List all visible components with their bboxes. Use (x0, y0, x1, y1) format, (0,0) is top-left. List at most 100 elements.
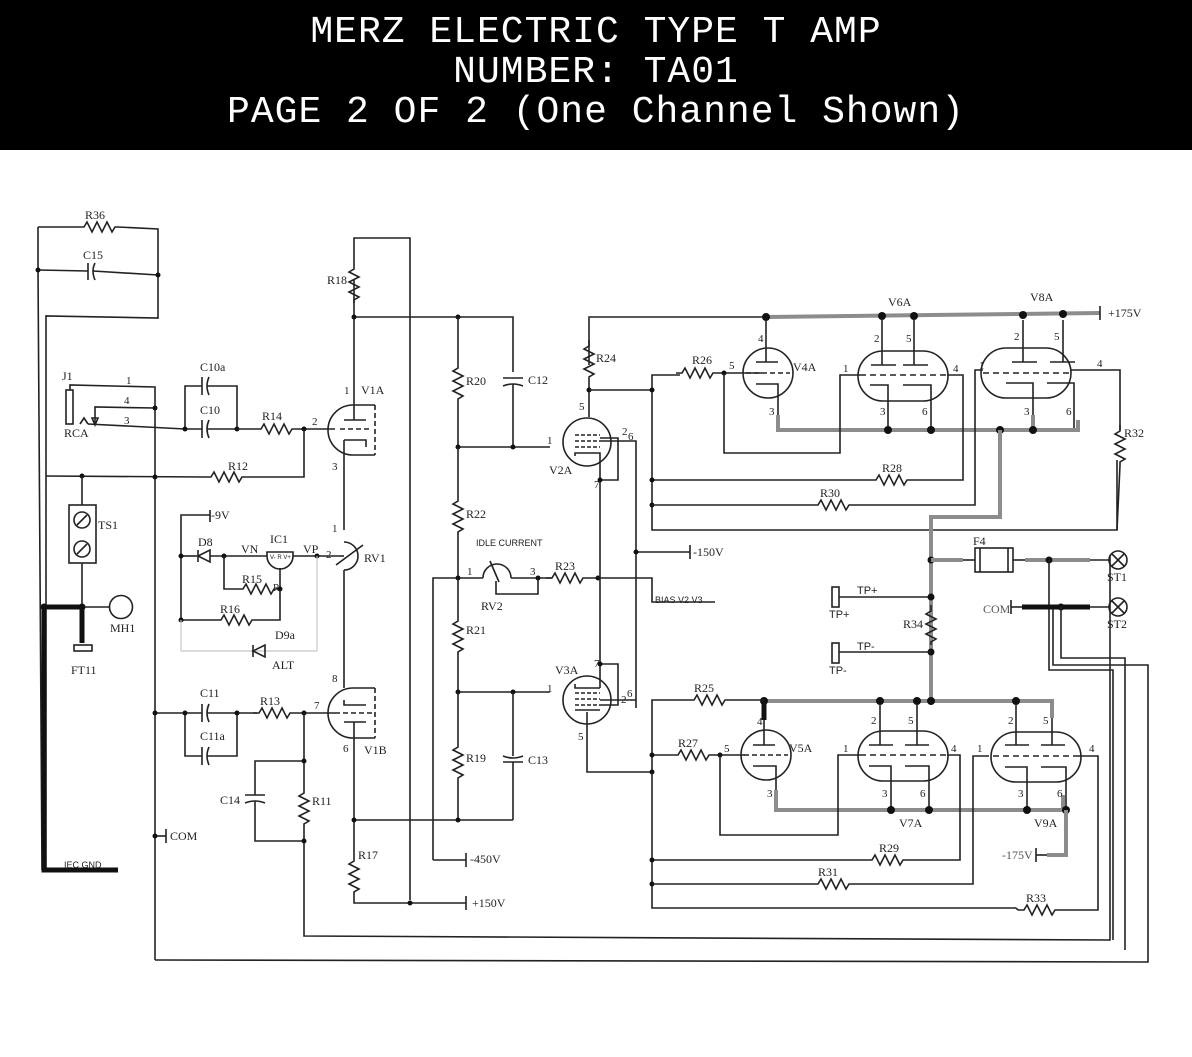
phase-splitter-network: R20 C12 R22 R21 R19 C13 IDLE CURRENT RV2… (351, 314, 715, 867)
label-R23: R23 (555, 559, 575, 573)
label-R15: R15 (242, 572, 262, 586)
label-R13: R13 (260, 694, 280, 708)
label-R30: R30 (820, 486, 840, 500)
v3a-pin1: 1 (547, 683, 553, 695)
v1a-pin2: 2 (312, 416, 318, 428)
v4a-pin3: 3 (769, 406, 775, 418)
label-J1: J1 (62, 369, 73, 383)
v3a-pin6: 6 (627, 688, 633, 700)
label-pos175v: +175V (1108, 306, 1142, 320)
label-neg150v: -150V (693, 545, 724, 559)
input-jack-J1: J1 RCA 1 4 3 (62, 369, 186, 960)
label-TS1: TS1 (98, 518, 118, 532)
feedback-network: R36 C15 (35, 208, 161, 871)
tube-V1: R18 V1A V1B RV1 R17 +150V 1 3 1 2 8 6 (326, 237, 513, 910)
label-R22: R22 (466, 507, 486, 521)
j1-pin1: 1 (126, 375, 132, 387)
label-RCA: RCA (64, 426, 89, 440)
v1b-pin8: 8 (332, 673, 338, 685)
label-R32: R32 (1124, 426, 1144, 440)
v8a-pin5: 5 (1054, 331, 1060, 343)
v8a-pin6: 6 (1066, 406, 1072, 418)
title-banner: MERZ ELECTRIC TYPE T AMP NUMBER: TA01 PA… (0, 0, 1192, 150)
v8a-pin4: 4 (1097, 358, 1103, 370)
resistor-R28 (869, 474, 911, 486)
label-COM2: COM (983, 602, 1011, 616)
label-R19: R19 (466, 751, 486, 765)
v1b-pin6: 6 (343, 743, 349, 755)
label-R24: R24 (596, 351, 616, 365)
resistor-R36 (77, 221, 119, 233)
resistor-R27 (671, 749, 713, 761)
input-network: C10a C10 R14 R12 2 (45, 360, 335, 483)
label-R29: R29 (879, 841, 899, 855)
label-F4: F4 (973, 534, 986, 548)
label-idle-current: IDLE CURRENT (476, 538, 543, 548)
label-ST2: ST2 (1107, 617, 1127, 631)
v9a-pin5: 5 (1043, 715, 1049, 727)
resistor-R26 (675, 367, 717, 379)
lower-input-network: C11 C11a R13 C14 R11 COM 7 (152, 555, 1149, 963)
label-V2A: V2A (549, 463, 573, 477)
label-R25: R25 (694, 681, 714, 695)
v2a-pin6: 6 (628, 431, 634, 443)
label-R18: R18 (327, 273, 347, 287)
resistor-R22 (452, 494, 464, 536)
label-R-pin: R (273, 583, 280, 594)
resistor-R23 (545, 572, 587, 584)
resistor-R14 (254, 423, 296, 435)
v2a-pin5: 5 (579, 401, 585, 413)
j1-pin3: 3 (124, 415, 130, 427)
label-neg9v: -9V (211, 508, 230, 522)
label-neg175v: -175V (1002, 848, 1033, 862)
label-R12: R12 (228, 459, 248, 473)
v9a-pin2: 2 (1008, 715, 1014, 727)
upper-output-stage: R26 V4A V6A V8A +175V R28 R30 R32 5 4 3 … (649, 290, 1144, 700)
label-V7A: V7A (899, 816, 923, 830)
label-V3A: V3A (555, 663, 579, 677)
v5a-pin3: 3 (767, 788, 773, 800)
label-C10: C10 (200, 403, 220, 417)
v4a-pin4: 4 (758, 333, 764, 345)
v6a-pin5: 5 (906, 333, 912, 345)
rv1-pin1: 1 (332, 523, 338, 535)
v2a-pin7: 7 (594, 479, 600, 491)
label-neg450v: -450V (470, 852, 501, 866)
v3a-pin5: 5 (578, 731, 584, 743)
v5a-pin5: 5 (724, 743, 730, 755)
v2a-pin2: 2 (622, 426, 628, 438)
label-COM: COM (170, 829, 198, 843)
label-MH1: MH1 (110, 621, 135, 635)
v9a-pin1: 1 (977, 743, 983, 755)
v3a-pin2: 2 (621, 694, 627, 706)
resistor-R16 (214, 614, 256, 626)
label-D9a: D9a (275, 628, 296, 642)
v7a-pin3: 3 (882, 788, 888, 800)
label-IEC-GND: IEC GND (64, 860, 102, 870)
v7a-pin4: 4 (951, 743, 957, 755)
label-V5A: V5A (789, 741, 813, 755)
v2a-pin1: 1 (547, 435, 553, 447)
v1a-pin1: 1 (344, 385, 350, 397)
v7a-pin1: 1 (843, 743, 849, 755)
ground-section: TS1 MH1 FT11 IEC GND (40, 476, 135, 873)
resistor-R13 (252, 707, 294, 719)
label-RV1: RV1 (364, 551, 386, 565)
title-line-1: MERZ ELECTRIC TYPE T AMP (310, 11, 882, 54)
rv2-pin3: 3 (530, 566, 536, 578)
label-C12: C12 (528, 373, 548, 387)
label-tp-plus: TP+ (829, 609, 849, 621)
v9a-pin4: 4 (1089, 743, 1095, 755)
label-C15: C15 (83, 248, 103, 262)
v8a-pin1: 1 (979, 360, 985, 372)
label-R26: R26 (692, 353, 712, 367)
v1a-pin3: 3 (332, 461, 338, 473)
regulator-IC1: V- R V+ -9V D8 VN IC1 VP R15 R16 R D9a A… (178, 508, 340, 672)
v8a-pin2: 2 (1014, 331, 1020, 343)
v5a-pin4: 4 (757, 716, 763, 728)
label-C13: C13 (528, 753, 548, 767)
rv1-pin2: 2 (326, 549, 332, 561)
label-IC1: IC1 (270, 532, 288, 546)
label-V1B: V1B (364, 743, 387, 757)
